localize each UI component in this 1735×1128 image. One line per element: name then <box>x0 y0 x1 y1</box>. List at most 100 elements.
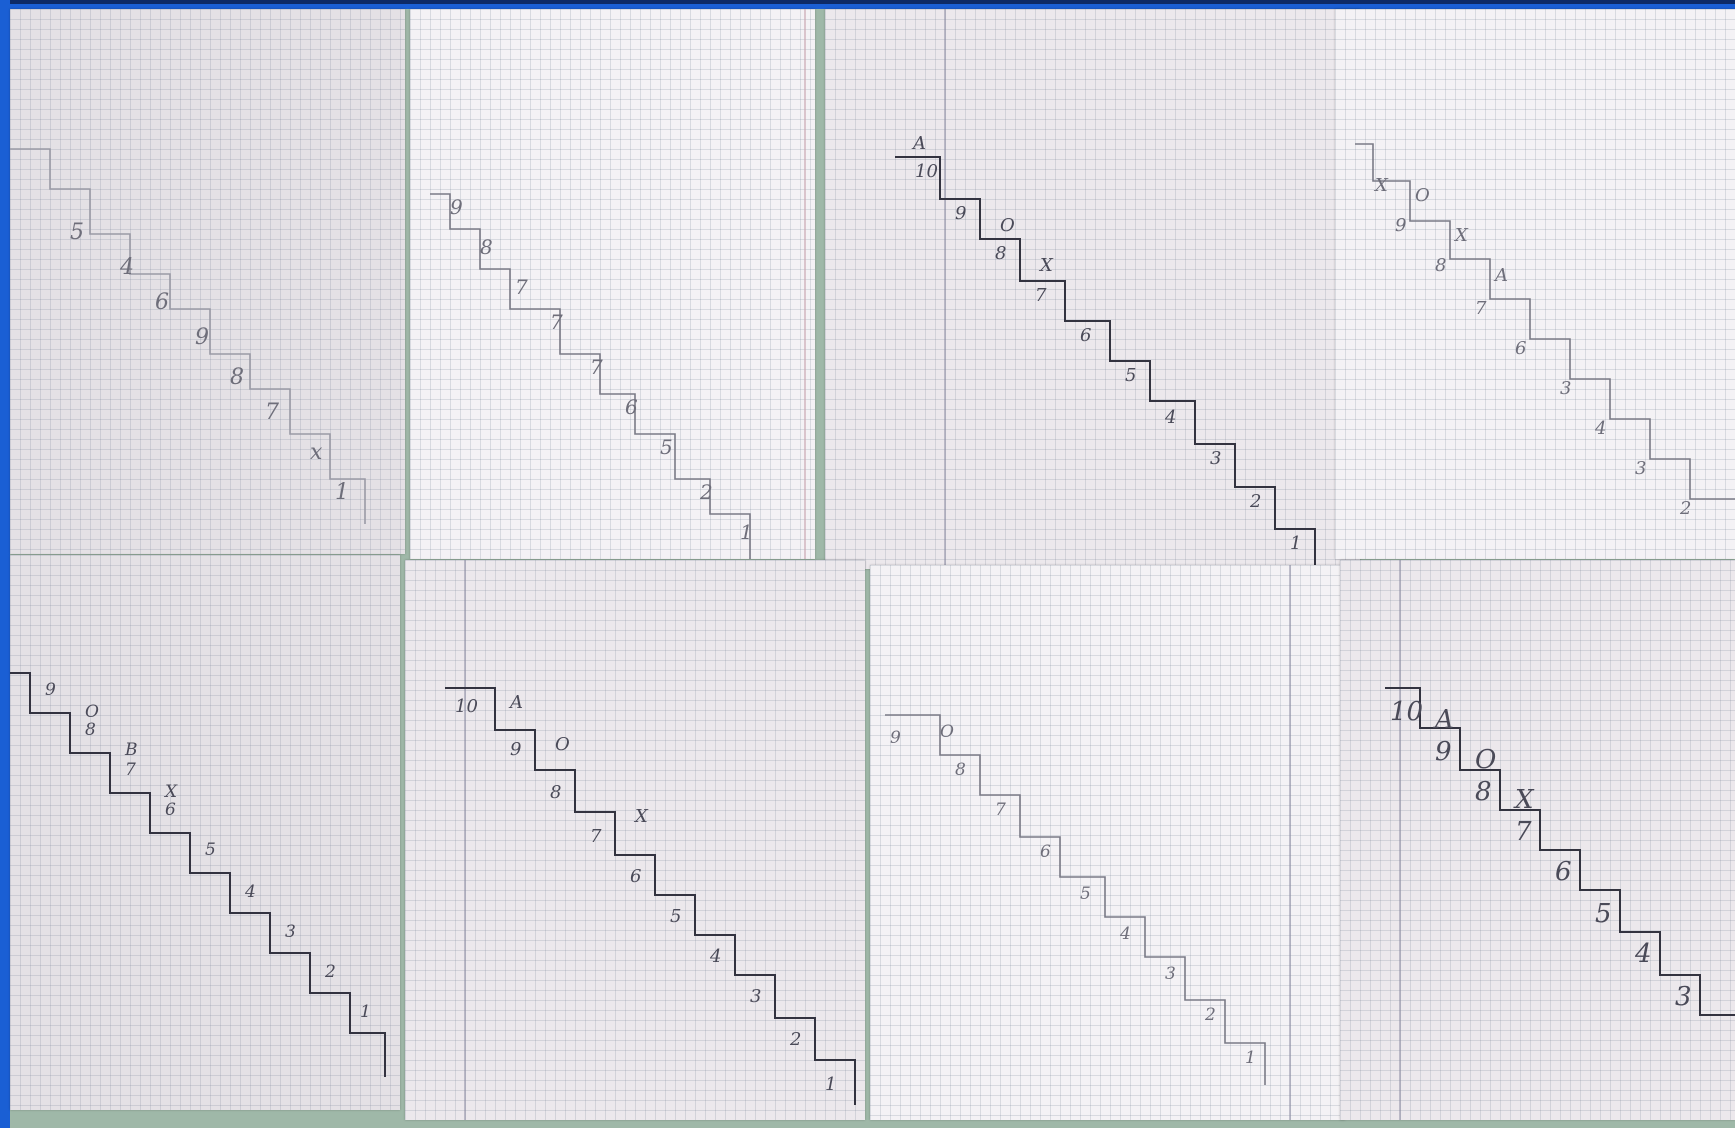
step-number: 9 <box>1395 215 1406 236</box>
step-number: 2 <box>1249 491 1261 512</box>
step-number: 2 <box>1679 498 1691 519</box>
sheet-top-1: 546987x1 <box>10 9 405 554</box>
step-number: 9 <box>510 739 521 760</box>
step-number: 1 <box>335 480 349 505</box>
step-number: 9 <box>45 680 56 700</box>
step-number: 3 <box>285 922 296 942</box>
handwritten-marks: 10 9 8 7 6 5 4 3 2 1 A O X <box>405 560 865 1120</box>
frame-left-edge <box>0 0 10 1128</box>
handwritten-marks: 9 8 7 6 3 4 3 2 X O X A <box>1335 9 1735 559</box>
step-number: 4 <box>244 882 256 902</box>
step-number: 9 <box>955 203 966 224</box>
step-number: 6 <box>1080 325 1091 346</box>
step-number: 5 <box>70 220 84 245</box>
step-number: 8 <box>955 760 966 780</box>
sheet-bottom-2: 10 9 8 7 6 5 4 3 2 1 A O X <box>405 560 865 1120</box>
step-number: 3 <box>1675 982 1692 1012</box>
step-letter: X <box>1453 225 1469 246</box>
step-number: 8 <box>85 720 96 740</box>
step-number: 1 <box>825 1074 836 1095</box>
step-number: 5 <box>1125 365 1136 386</box>
step-letter: A <box>508 692 523 713</box>
step-number: 7 <box>515 275 528 299</box>
sheet-top-3: 10 9 8 7 6 5 4 3 2 1 A O X <box>825 9 1360 569</box>
step-letter: B <box>124 740 138 760</box>
step-letter: O <box>85 702 99 722</box>
step-number: 9 <box>195 325 209 350</box>
step-number: 7 <box>590 826 602 847</box>
step-number: 6 <box>165 800 176 820</box>
step-letter: O <box>940 722 954 742</box>
step-number: 3 <box>1165 964 1176 984</box>
step-letter: A <box>1433 705 1454 735</box>
step-letter: O <box>1475 745 1496 775</box>
step-number: 7 <box>1475 298 1487 319</box>
step-letter: X <box>1513 785 1535 815</box>
step-number: 1 <box>360 1002 371 1022</box>
step-number: 5 <box>670 906 681 927</box>
sheet-top-2: 987776521 <box>410 9 815 559</box>
frame-top-shadow <box>0 0 1735 4</box>
step-number: 2 <box>789 1029 801 1050</box>
step-number: 4 <box>1634 939 1652 969</box>
step-number: 4 <box>1164 407 1176 428</box>
step-number: 5 <box>660 435 673 459</box>
step-letter: A <box>911 133 926 154</box>
step-number: 7 <box>265 400 279 425</box>
step-number: 2 <box>699 480 713 504</box>
step-number: 1 <box>1290 533 1301 554</box>
step-number: 6 <box>630 866 641 887</box>
step-number: 5 <box>1080 884 1091 904</box>
step-letter: O <box>1415 185 1430 206</box>
step-number: 8 <box>480 235 493 259</box>
step-letter: X <box>633 806 649 827</box>
step-letter: A <box>1493 265 1508 286</box>
sheet-top-4: 9 8 7 6 3 4 3 2 X O X A <box>1335 9 1735 559</box>
step-letter: O <box>1000 215 1015 236</box>
step-number: 1 <box>1245 1048 1256 1068</box>
step-number: 8 <box>995 243 1006 264</box>
step-number: 2 <box>1204 1005 1216 1025</box>
step-number: 3 <box>1635 458 1646 479</box>
step-number: 8 <box>1475 777 1492 807</box>
step-number: 4 <box>709 946 721 967</box>
step-number: 4 <box>1119 924 1131 944</box>
handwritten-marks: 10 9 8 7 6 5 4 3 2 1 A O X <box>825 9 1360 569</box>
step-number: 10 <box>455 696 478 717</box>
step-letter: X <box>1038 255 1054 276</box>
step-number: 9 <box>890 728 901 748</box>
step-number: 10 <box>915 161 938 182</box>
step-number: 6 <box>1555 857 1572 887</box>
step-number: 5 <box>205 840 216 860</box>
step-letter: O <box>555 734 570 755</box>
step-number: 7 <box>1035 285 1047 306</box>
step-number: 6 <box>1515 338 1526 359</box>
step-number: 8 <box>1435 255 1446 276</box>
step-number: 5 <box>1595 899 1612 929</box>
step-number: 2 <box>324 962 336 982</box>
step-number: 8 <box>550 782 561 803</box>
step-number: 4 <box>1594 418 1606 439</box>
step-number: 3 <box>1210 448 1221 469</box>
step-number: 6 <box>155 290 169 315</box>
step-number: 8 <box>230 365 244 390</box>
step-number: 3 <box>1560 378 1571 399</box>
step-number: 4 <box>119 255 134 280</box>
step-number: 3 <box>750 986 761 1007</box>
step-number: 9 <box>1435 737 1452 767</box>
step-number: 7 <box>995 800 1006 820</box>
step-number: 6 <box>625 395 638 419</box>
step-letter: X <box>1373 175 1389 196</box>
step-number: 7 <box>590 355 603 379</box>
step-number: 10 <box>1390 697 1423 727</box>
step-number: 7 <box>125 760 136 780</box>
